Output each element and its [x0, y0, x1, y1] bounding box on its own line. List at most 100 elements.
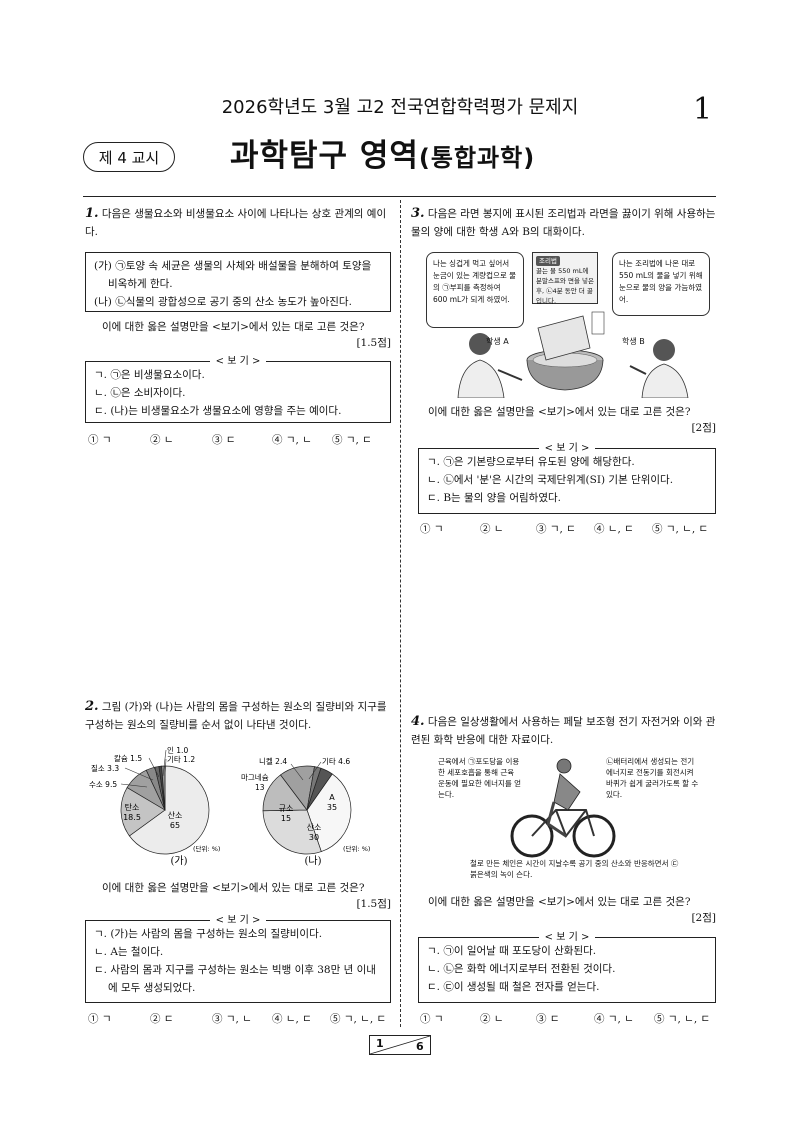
pie-ga-label-other: 기타 1.2 — [167, 755, 195, 764]
q3-recipe-title: 조리법 — [536, 256, 560, 266]
q3-speech-a: 나는 싱겁게 먹고 싶어서 눈금이 있는 계량컵으로 물의 ㉠부피를 측정하여 … — [426, 252, 524, 328]
q2-points: [1.5점] — [356, 898, 391, 910]
q4-illustration: 근육에서 ㉠포도당을 이용한 세포호흡을 통해 근육 운동에 필요한 에너지를 … — [420, 752, 716, 882]
q3-points: [2점] — [691, 422, 716, 434]
q4-bogi-3: ㄷ. ㉢이 생성될 때 철은 전자를 얻는다. — [427, 981, 600, 993]
q1-bogi-title: < 보 기 > — [209, 356, 267, 367]
q2-choice-3[interactable]: ③ ㄱ, ㄴ — [212, 1013, 252, 1025]
q3-bogi-1: ㄱ. ㉠은 기본량으로부터 유도된 양에 해당한다. — [427, 456, 635, 468]
q3-bogi-box: < 보 기 > ㄱ. ㉠은 기본량으로부터 유도된 양에 해당한다. ㄴ. ㉡에… — [418, 443, 716, 514]
pie-na-label-magnesium-value: 13 — [255, 783, 265, 792]
q3-stem-text: 다음은 라면 봉지에 표시된 조리법과 라면을 끓이기 위해 사용하는 물의 양… — [411, 208, 716, 238]
q4-choice-3[interactable]: ③ ㄷ — [536, 1013, 560, 1025]
exam-title: 2026학년도 3월 고2 전국연합학력평가 문제지 — [221, 97, 579, 118]
q4-choice-1[interactable]: ① ㄱ — [420, 1013, 444, 1025]
pie-na-label-oxygen: 산소 — [307, 822, 322, 832]
q3-choice-5[interactable]: ⑤ ㄱ, ㄴ, ㄷ — [652, 523, 709, 535]
q1-bogi-box: < 보 기 > ㄱ. ㉠은 비생물요소이다. ㄴ. ㉡은 소비자이다. ㄷ. (… — [85, 356, 391, 423]
q2-bogi-2: ㄴ. A는 철이다. — [94, 946, 164, 958]
q3-bogi-2: ㄴ. ㉡에서 '분'은 시간의 국제단위계(SI) 기본 단위이다. — [427, 474, 674, 486]
q1-choice-2[interactable]: ② ㄴ — [150, 434, 174, 446]
q3-scene — [457, 311, 689, 398]
pie-ga-label-hydrogen: 수소 9.5 — [89, 780, 117, 789]
q4-bogi-1: ㄱ. ㉠이 일어날 때 포도당이 산화된다. — [427, 945, 597, 957]
pie-ga-unit: (단위: %) — [193, 844, 220, 853]
q2-choice-2[interactable]: ② ㄷ — [150, 1013, 174, 1025]
pie-na-slice-5 — [306, 767, 333, 811]
q1-examples-box: (가) ㉠토양 속 세균은 생물의 사체와 배설물을 분해하여 토양을 비옥하게… — [85, 252, 391, 312]
pie-ga-label-carbon: 탄소 — [125, 802, 140, 812]
column-divider — [400, 200, 402, 1027]
page-number: 1 — [693, 92, 713, 127]
q3-stem: 3. 다음은 라면 봉지에 표시된 조리법과 라면을 끓이기 위해 사용하는 물… — [411, 205, 717, 241]
q1-example-ga: (가) ㉠토양 속 세균은 생물의 사체와 배설물을 분해하여 토양을 비옥하게… — [94, 260, 372, 290]
q4-choice-4[interactable]: ④ ㄱ, ㄴ — [594, 1013, 634, 1025]
footer-page-box: 1 6 — [369, 1035, 431, 1055]
q1-bogi-1: ㄱ. ㉠은 비생물요소이다. — [94, 369, 205, 381]
q3-ask: 이에 대한 옳은 설명만을 <보기>에서 있는 대로 고른 것은? — [428, 406, 691, 418]
q4-points: [2점] — [691, 912, 716, 924]
q4-bicycle — [510, 758, 616, 858]
pie-na-value-oxygen: 30 — [309, 833, 319, 842]
pie-na-slice-1 — [262, 809, 322, 855]
pie-ga-label-phosphorus: 인 1.0 — [167, 745, 188, 755]
q2-bogi-3: ㄷ. 사람의 몸과 지구를 구성하는 원소는 빅뱅 이후 38만 년 이내에 모… — [94, 964, 376, 994]
q2-bogi-title: < 보 기 > — [209, 915, 267, 926]
q3-choice-4[interactable]: ④ ㄴ, ㄷ — [594, 523, 634, 535]
pie-na-label-a: A — [329, 793, 335, 802]
pie-ga-label-calcium: 칼슘 1.5 — [114, 754, 142, 763]
q2-stem: 2. 그림 (가)와 (나)는 사람의 몸을 구성하는 원소의 질량비와 지구를… — [85, 698, 391, 734]
pie-na-label-nickel: 니켈 2.4 — [259, 757, 287, 766]
period-badge: 제 4 교시 — [83, 142, 175, 172]
q2-number: 2. — [85, 699, 99, 714]
pie-ga-value-oxygen: 65 — [170, 821, 180, 830]
q3-student-a-label: 학생 A — [486, 337, 509, 346]
pie-na-caption: (나) — [304, 855, 321, 867]
q3-choice-2[interactable]: ② ㄴ — [480, 523, 504, 535]
q1-choice-5[interactable]: ⑤ ㄱ, ㄷ — [332, 434, 372, 446]
pie-ga-slice-1 — [120, 787, 166, 837]
pie-ga-slice-6 — [161, 765, 166, 811]
q4-ask: 이에 대한 옳은 설명만을 <보기>에서 있는 대로 고른 것은? — [428, 896, 691, 908]
q3-number: 3. — [411, 206, 425, 221]
q2-bogi-box: < 보 기 > ㄱ. (가)는 사람의 몸을 구성하는 원소의 질량비이다. ㄴ… — [85, 915, 391, 1003]
q4-choice-5[interactable]: ⑤ ㄱ, ㄴ, ㄷ — [654, 1013, 711, 1025]
pie-na-value-silicon: 15 — [281, 814, 291, 823]
q3-choice-1[interactable]: ① ㄱ — [420, 523, 444, 535]
q3-choices: ① ㄱ ② ㄴ ③ ㄱ, ㄷ ④ ㄴ, ㄷ ⑤ ㄱ, ㄴ, ㄷ — [420, 521, 720, 536]
q3-recipe-card: 조리법 끓는 물 550 mL에 분말스프와 면을 넣은 후, ㉡4분 동안 더… — [532, 252, 598, 305]
q3-choice-3[interactable]: ③ ㄱ, ㄷ — [536, 523, 576, 535]
q2-stem-text: 그림 (가)와 (나)는 사람의 몸을 구성하는 원소의 질량비와 지구를 구성… — [85, 701, 387, 731]
q2-bogi-1: ㄱ. (가)는 사람의 몸을 구성하는 원소의 질량비이다. — [94, 928, 323, 940]
footer-total: 6 — [416, 1040, 424, 1053]
q1-choice-1[interactable]: ① ㄱ — [88, 434, 112, 446]
q2-choice-1[interactable]: ① ㄱ — [88, 1013, 112, 1025]
q4-left-text: 근육에서 ㉠포도당을 이용한 세포호흡을 통해 근육 운동에 필요한 에너지를 … — [438, 757, 522, 799]
subject-main: 과학탐구 영역 — [230, 138, 419, 174]
q1-points: [1.5점] — [356, 337, 391, 349]
q2-choices: ① ㄱ ② ㄷ ③ ㄱ, ㄴ ④ ㄴ, ㄷ ⑤ ㄱ, ㄴ, ㄷ — [88, 1011, 398, 1026]
q3-recipe-text: 끓는 물 550 mL에 분말스프와 면을 넣은 후, ㉡4분 동안 더 끓입니… — [536, 267, 594, 305]
pie-ga-label-nitrogen: 질소 3.3 — [91, 764, 119, 773]
pie-ga-value-carbon: 18.5 — [123, 813, 141, 822]
q3-speech-b: 나는 조리법에 나온 대로 550 mL의 물을 넣기 위해 눈으로 물의 양을… — [612, 252, 710, 316]
pie-ga-caption: (가) — [170, 855, 187, 867]
q1-stem: 1. 다음은 생물요소와 비생물요소 사이에 나타나는 상호 관계의 예이다. — [85, 205, 391, 241]
q4-bogi-title: < 보 기 > — [538, 932, 596, 943]
pie-ga-label-oxygen: 산소 — [168, 810, 183, 820]
q1-stem-text: 다음은 생물요소와 비생물요소 사이에 나타나는 상호 관계의 예이다. — [85, 208, 387, 238]
q2-ask: 이에 대한 옳은 설명만을 <보기>에서 있는 대로 고른 것은? — [102, 882, 365, 894]
pie-na-slice-0 — [306, 773, 352, 853]
q2-choice-5[interactable]: ⑤ ㄱ, ㄴ, ㄷ — [330, 1013, 387, 1025]
q1-choice-4[interactable]: ④ ㄱ, ㄴ — [272, 434, 312, 446]
q1-choice-3[interactable]: ③ ㄷ — [212, 434, 236, 446]
q2-choice-4[interactable]: ④ ㄴ, ㄷ — [272, 1013, 312, 1025]
q1-bogi-3: ㄷ. (나)는 비생물요소가 생물요소에 영향을 주는 예이다. — [94, 405, 342, 417]
q1-example-na: (나) ㉡식물의 광합성으로 공기 중의 산소 농도가 높아진다. — [94, 296, 352, 308]
pie-na-label-silicon: 규소 — [279, 804, 294, 813]
pie-na-unit: (단위: %) — [343, 844, 370, 853]
pie-ga-slice-0 — [128, 765, 210, 855]
q4-choice-2[interactable]: ② ㄴ — [480, 1013, 504, 1025]
q4-bottom-text: 철로 만든 체인은 시간이 지날수록 공기 중의 산소와 반응하면서 ㉢붉은색의… — [470, 859, 679, 879]
footer-page: 1 — [376, 1037, 384, 1050]
